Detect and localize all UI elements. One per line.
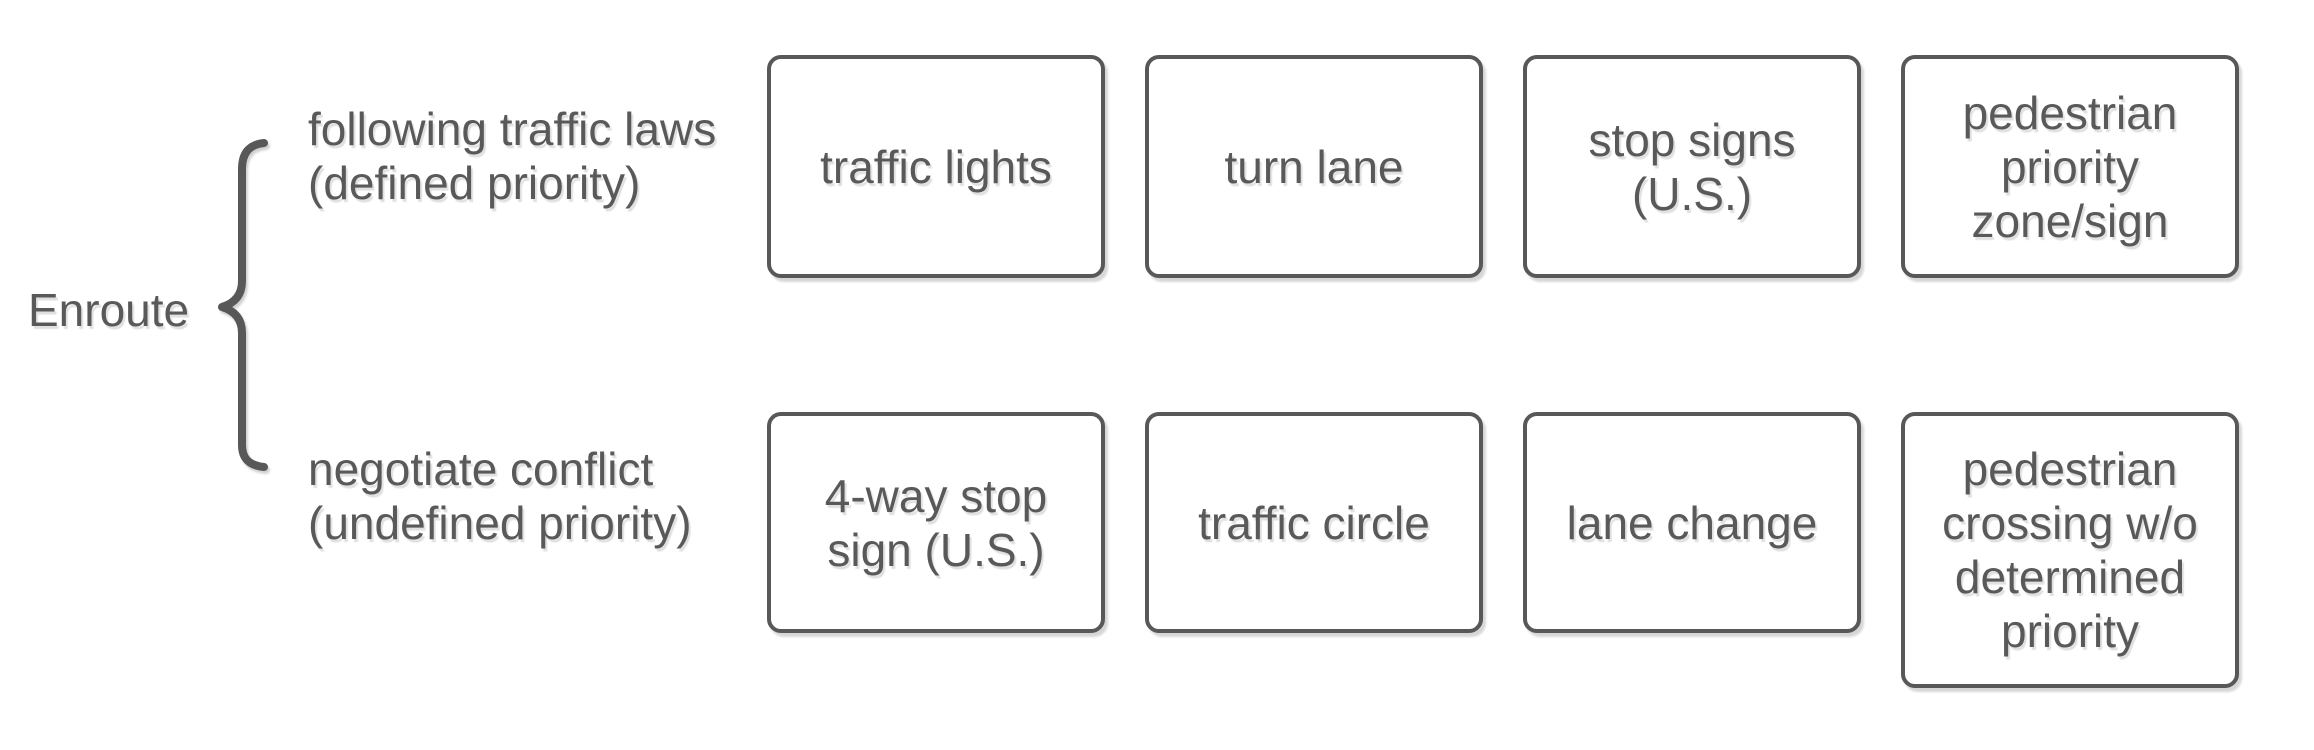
node-label: pedestrian priority zone/sign	[1962, 86, 2178, 247]
root-node-label: Enroute	[28, 284, 190, 336]
node-label: 4-way stop sign (U.S.)	[824, 469, 1048, 576]
node-traffic-circle: traffic circle	[1145, 412, 1483, 633]
node-label: pedestrian crossing w/o determined prior…	[1942, 443, 2198, 657]
node-lane-change: lane change	[1523, 412, 1861, 633]
node-traffic-lights: traffic lights	[767, 55, 1105, 278]
node-4-way-stop-sign-us: 4-way stop sign (U.S.)	[767, 412, 1105, 633]
node-turn-lane: turn lane	[1145, 55, 1483, 278]
node-label: turn lane	[1224, 140, 1404, 193]
node-label: stop signs (U.S.)	[1588, 113, 1796, 220]
node-label: traffic lights	[820, 140, 1052, 193]
node-stop-signs-us: stop signs (U.S.)	[1523, 55, 1861, 278]
node-pedestrian-priority-zone-sign: pedestrian priority zone/sign	[1901, 55, 2239, 278]
node-label: traffic circle	[1198, 496, 1430, 549]
node-pedestrian-crossing-wo-determined-priority: pedestrian crossing w/o determined prior…	[1901, 412, 2239, 688]
row-label-undefined-priority: negotiate conflict (undefined priority)	[308, 443, 692, 549]
curly-brace	[218, 139, 268, 471]
node-label: lane change	[1566, 496, 1818, 549]
row-label-defined-priority: following traffic laws (defined priority…	[308, 103, 717, 209]
